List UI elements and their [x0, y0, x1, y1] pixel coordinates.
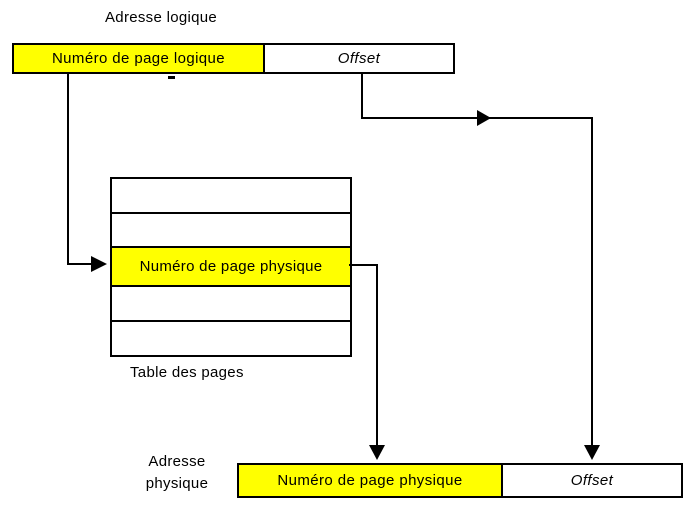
- physical-page-number-field: Numéro de page physique: [239, 465, 503, 496]
- arrow-table-to-physical-page: [349, 264, 385, 460]
- logical-address-title: Adresse logique: [105, 9, 218, 26]
- logical-offset-field: Offset: [337, 50, 381, 67]
- physical-address-label-line1: Adresse: [148, 453, 206, 470]
- page-table-row: Numéro de page physique: [112, 248, 350, 287]
- arrow-logical-page-to-table: [67, 74, 107, 272]
- stray-tick: [168, 76, 175, 79]
- logical-address-box: Numéro de page logique Offset: [12, 43, 455, 74]
- physical-address-label: Adresse physique: [131, 451, 223, 495]
- page-table-row: [112, 214, 350, 248]
- page-table: Numéro de page physique: [110, 177, 352, 357]
- page-table-label: Table des pages: [130, 364, 244, 381]
- physical-address-label-line2: physique: [145, 475, 209, 492]
- page-table-row: [112, 287, 350, 322]
- physical-offset-field: Offset: [570, 472, 614, 489]
- page-table-row: [112, 179, 350, 214]
- arrow-offset-to-physical-offset: [361, 74, 600, 460]
- page-table-row: [112, 322, 350, 355]
- physical-address-box: Numéro de page physique Offset: [237, 463, 683, 498]
- logical-page-number-field: Numéro de page logique: [14, 45, 265, 72]
